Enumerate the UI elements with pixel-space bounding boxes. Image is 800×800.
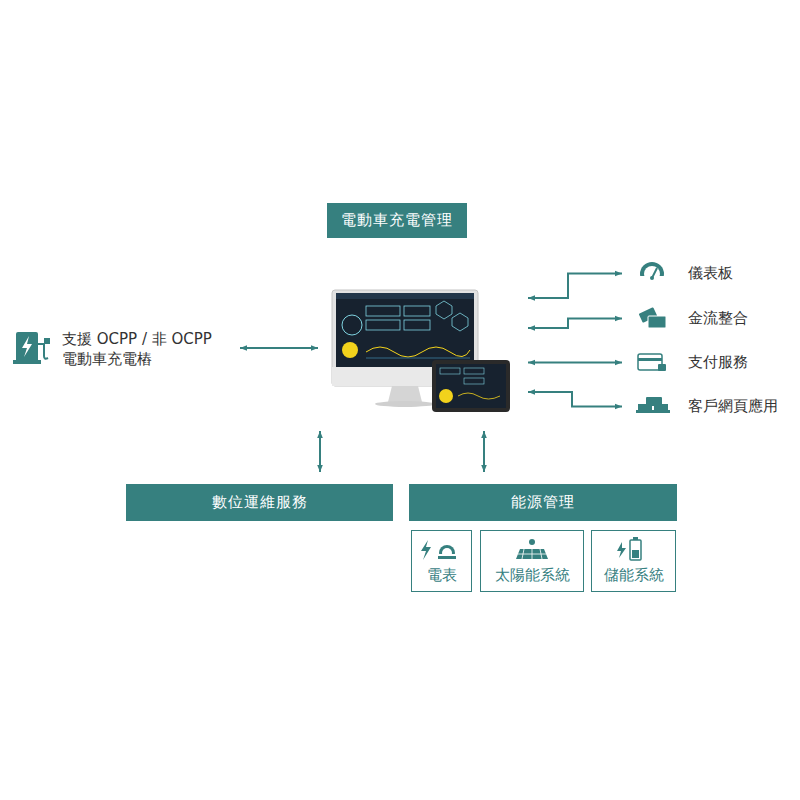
connector-arrow: [319, 431, 321, 472]
service-band: 數位運維服務: [126, 484, 393, 521]
connector-arrow: [528, 392, 622, 407]
node-label: 儀表板: [688, 264, 733, 283]
service-item: 客戶網頁應用: [628, 393, 790, 420]
energy-box: 電表: [411, 530, 472, 592]
credit-card-icon: [638, 354, 666, 371]
node-label: 儲能系統: [604, 566, 664, 585]
service-item: 金流整合: [628, 305, 778, 332]
system-group: 電動車充電管理: [318, 203, 522, 427]
node-label: 支付服務: [688, 353, 748, 372]
node-label: 數位運維服務: [212, 493, 308, 512]
web-app-icon: [636, 397, 670, 413]
service-item: 支付服務: [628, 349, 778, 376]
payment-flow-icon: [639, 307, 666, 328]
node-label: 電表: [427, 566, 457, 585]
node-label: 能源管理: [511, 493, 575, 512]
tablet-illustration: [432, 360, 510, 412]
node-label: 支援 OCPP / 非 OCPP 電動車充電樁: [62, 330, 230, 369]
service-band: 能源管理: [409, 484, 677, 521]
connector-arrow: [528, 274, 622, 299]
solar-icon: [516, 539, 548, 559]
gauge-icon: [640, 262, 664, 288]
group-title: 電動車充電管理: [327, 203, 467, 238]
meter-icon: [421, 540, 456, 562]
node-label: 客戶網頁應用: [688, 397, 778, 416]
energy-box: 儲能系統: [591, 530, 676, 592]
connector-arrow: [483, 431, 485, 472]
charger-item: 支援 OCPP / 非 OCPP 電動車充電樁: [14, 326, 238, 373]
energy-box: 太陽能系統: [480, 530, 584, 592]
service-item: 儀表板: [628, 260, 778, 287]
storage-icon: [617, 537, 641, 560]
charger-icon: [13, 332, 50, 364]
connector-arrow: [528, 319, 622, 329]
connector-arrow: [528, 362, 622, 364]
node-label: 金流整合: [688, 309, 748, 328]
node-label: 太陽能系統: [495, 566, 570, 585]
connector-arrow: [240, 347, 318, 349]
